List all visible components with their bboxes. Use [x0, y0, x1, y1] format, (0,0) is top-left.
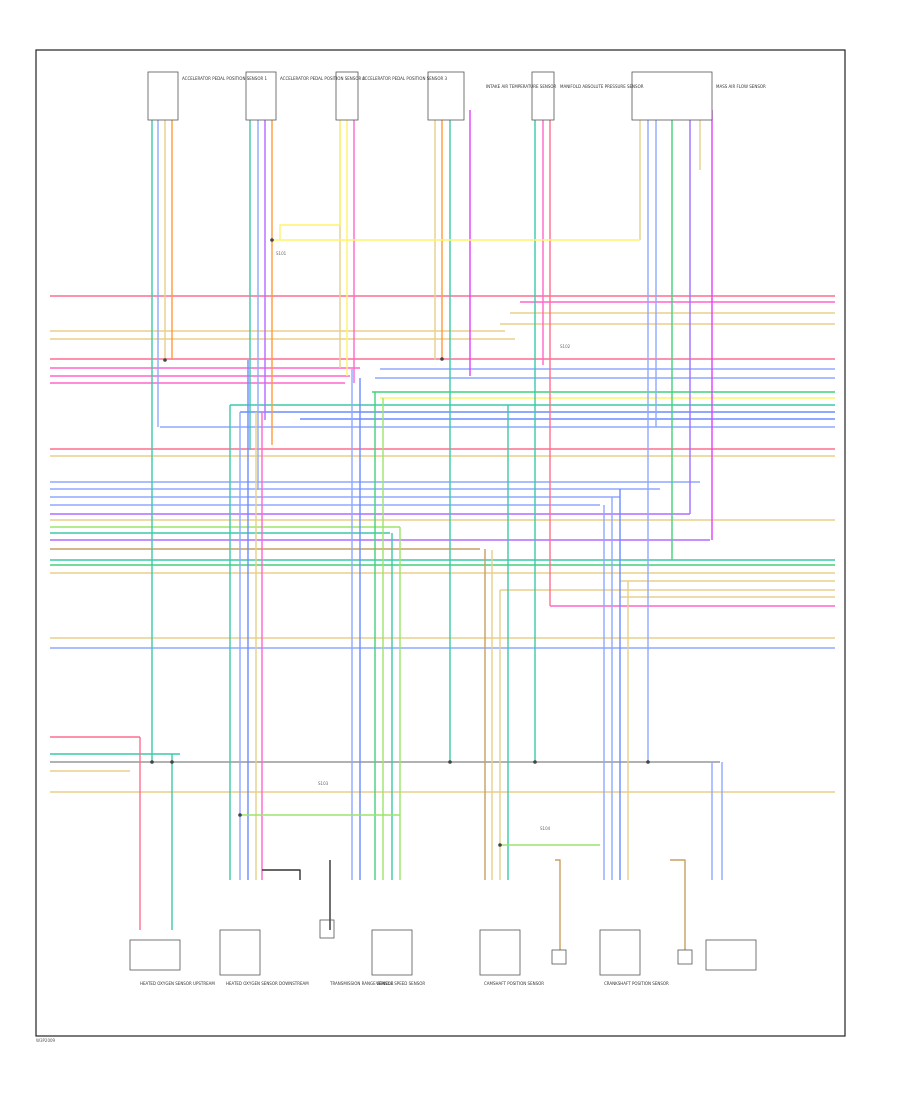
component-label-vss: VEHICLE SPEED SENSOR	[376, 981, 425, 986]
splice-label-s3: S103	[318, 781, 329, 786]
top-connector	[245, 71, 277, 121]
bottom-connector	[479, 929, 521, 976]
bottom-connector	[219, 929, 261, 976]
top-connector	[427, 71, 465, 121]
component-label-iat-sensor: INTAKE AIR TEMPERATURE SENSOR	[486, 84, 557, 89]
bottom-connector	[705, 939, 757, 971]
splice-dot	[533, 760, 537, 764]
component-label-crank-sensor: CRANKSHAFT POSITION SENSOR	[604, 981, 669, 986]
splice-dot	[150, 760, 154, 764]
component-label-accel-pedal-2: ACCELERATOR PEDAL POSITION SENSOR 2	[280, 76, 366, 81]
ground-symbol	[319, 919, 335, 939]
bottom-connector	[599, 929, 641, 976]
splice-dot	[270, 238, 274, 242]
splice-dot	[238, 813, 242, 817]
component-label-o2-downstream: HEATED OXYGEN SENSOR DOWNSTREAM	[226, 981, 309, 986]
branch-wire	[670, 859, 686, 950]
splice-dot	[163, 358, 167, 362]
splice-dot	[440, 357, 444, 361]
diagram-border	[35, 49, 846, 1037]
branch-wire	[262, 869, 301, 880]
component-label-trans-range: TRANSMISSION RANGE SENSOR	[329, 981, 394, 986]
bottom-connector	[371, 929, 413, 976]
splice-label-s1: S101	[276, 251, 287, 256]
wire-layer	[50, 110, 835, 950]
splice-dot	[170, 760, 174, 764]
ground-symbol	[551, 949, 567, 965]
top-connector	[631, 71, 713, 121]
top-connector	[531, 71, 555, 121]
top-connector	[147, 71, 179, 121]
ground-symbol	[677, 949, 693, 965]
splice-dot	[448, 760, 452, 764]
top-connector	[335, 71, 359, 121]
splice-dot	[498, 843, 502, 847]
component-label-cam-sensor: CAMSHAFT POSITION SENSOR	[484, 981, 544, 986]
label-layer: ACCELERATOR PEDAL POSITION SENSOR 1 ACCEL…	[140, 76, 766, 986]
component-label-mass-air-flow: MASS AIR FLOW SENSOR	[716, 84, 766, 89]
component-label-accel-pedal-3: ACCELERATOR PEDAL POSITION SENSOR 3	[362, 76, 448, 81]
component-label-o2-upstream: HEATED OXYGEN SENSOR UPSTREAM	[140, 981, 215, 986]
branch-wire	[555, 859, 561, 950]
component-label-accel-pedal-1: ACCELERATOR PEDAL POSITION SENSOR 1	[182, 76, 268, 81]
component-label-map-sensor: MANIFOLD ABSOLUTE PRESSURE SENSOR	[560, 84, 644, 89]
splice-label-s2: S102	[560, 344, 571, 349]
splice-dot	[646, 760, 650, 764]
connector-layer	[129, 71, 757, 976]
diagram-code: W3P2009	[36, 1038, 56, 1043]
bottom-connector	[129, 939, 181, 971]
splice-label-s4: S104	[540, 826, 551, 831]
cross-wire	[279, 110, 341, 240]
